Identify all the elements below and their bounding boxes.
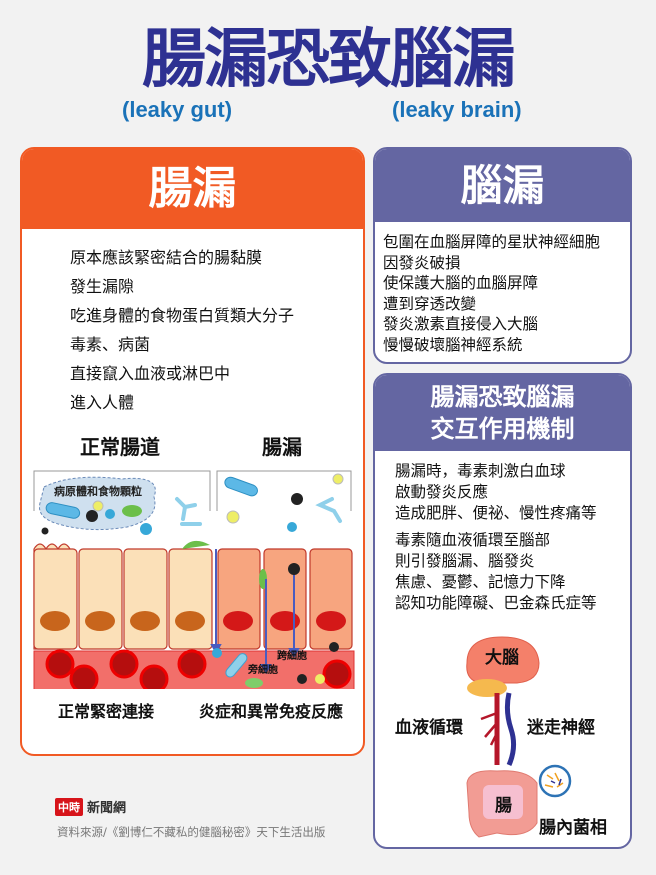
- description-line: 啟動發炎反應: [395, 483, 489, 501]
- description-line: 因發炎破損: [383, 253, 461, 272]
- description-line: 吃進身體的食物蛋白質類大分子: [70, 306, 295, 325]
- intestinal-barrier-diagram: 病原體和食物顆粒: [33, 470, 355, 689]
- description-line: 包圍在血腦屏障的星狀神經細胞: [383, 233, 601, 251]
- caption-normal-tight-junction: 正常緊密連接: [58, 702, 155, 721]
- description-line: 進入人體: [70, 393, 135, 412]
- page-title: 腸漏恐致腦漏: [142, 23, 516, 97]
- description-line: 造成肥胖、便祕、慢性疼痛等: [395, 504, 597, 522]
- mechanism-title-line1: 腸漏恐致腦漏: [430, 383, 575, 411]
- description-line: 慢慢破壞腦神經系統: [383, 335, 523, 354]
- logo-badge: 中時: [55, 797, 83, 816]
- description-line: 則引發腦漏、腦發炎: [395, 552, 535, 570]
- label-transcellular: 跨細胞: [277, 649, 307, 662]
- gut-brain-axis-figure: 大腦 血液循環 迷走神經 腸 腸內菌相: [387, 633, 622, 843]
- description-line: 認知功能障礙、巴金森氏症等: [395, 594, 597, 612]
- source-credit: 資料來源/《劉博仁不藏私的健腦秘密》天下生活出版: [57, 825, 326, 839]
- label-paracellular: 旁細胞: [247, 663, 278, 676]
- leaky-brain-description: 包圍在血腦屏障的星狀神經細胞 因發炎破損 使保護大腦的血腦屏障 遭到穿透改變 發…: [375, 222, 630, 355]
- leaky-gut-description: 原本應該緊密結合的腸黏膜 發生漏隙 吃進身體的食物蛋白質類大分子 毒素、病菌 直…: [22, 229, 363, 417]
- description-line: 毒素隨血液循環至腦部: [395, 531, 551, 549]
- mechanism-card: 腸漏恐致腦漏 交互作用機制 腸漏時，毒素刺激白血球 啟動發炎反應 造成肥胖、便祕…: [373, 373, 632, 849]
- description-line: 焦慮、憂鬱、記憶力下降: [395, 573, 566, 591]
- description-line: 原本應該緊密結合的腸黏膜: [70, 248, 263, 267]
- diagram-label-leaky-gut: 腸漏: [262, 435, 302, 459]
- description-line: 發生漏隙: [70, 277, 135, 296]
- bubble-label: 病原體和食物顆粒: [54, 484, 142, 498]
- diagram-label-normal-gut: 正常腸道: [80, 435, 160, 459]
- leaky-gut-card-title: 腸漏: [22, 149, 363, 229]
- mechanism-group-1: 腸漏時，毒素刺激白血球 啟動發炎反應 造成肥胖、便祕、慢性疼痛等: [375, 451, 630, 524]
- logo-text: 新聞網: [87, 801, 127, 816]
- leaky-brain-card-title: 腦漏: [375, 149, 630, 222]
- description-line: 使保護大腦的血腦屏障: [383, 274, 539, 292]
- mechanism-card-title: 腸漏恐致腦漏 交互作用機制: [375, 375, 630, 451]
- caption-inflammation: 炎症和異常免疫反應: [199, 702, 344, 721]
- label-gut-microbiome: 腸內菌相: [539, 818, 607, 838]
- label-gut: 腸: [495, 796, 512, 816]
- description-line: 發炎激素直接侵入大腦: [383, 315, 539, 333]
- description-line: 直接竄入血液或淋巴中: [70, 364, 231, 383]
- description-line: 遭到穿透改變: [383, 294, 477, 313]
- mechanism-title-line2: 交互作用機制: [430, 415, 575, 443]
- leaky-gut-card: 腸漏 原本應該緊密結合的腸黏膜 發生漏隙 吃進身體的食物蛋白質類大分子 毒素、病…: [20, 147, 365, 756]
- description-line: 腸漏時，毒素刺激白血球: [395, 462, 566, 480]
- label-brain: 大腦: [485, 648, 519, 668]
- brain-icon: [466, 636, 540, 684]
- gut-brain-illustration: [466, 636, 572, 838]
- subtitle-leaky-gut: (leaky gut): [122, 97, 233, 122]
- subtitle-leaky-brain: (leaky brain): [392, 97, 522, 122]
- label-vagus-nerve: 迷走神經: [527, 718, 595, 738]
- label-blood-circulation: 血液循環: [395, 718, 463, 738]
- microbiome-icon: [538, 764, 572, 798]
- leaky-brain-card: 腦漏 包圍在血腦屏障的星狀神經細胞 因發炎破損 使保護大腦的血腦屏障 遭到穿透改…: [373, 147, 632, 364]
- description-line: 毒素、病菌: [70, 335, 151, 354]
- publisher-logo: 中時 新聞網: [55, 797, 126, 816]
- mechanism-group-2: 毒素隨血液循環至腦部 則引發腦漏、腦發炎 焦慮、憂鬱、記憶力下降 認知功能障礙、…: [375, 524, 630, 614]
